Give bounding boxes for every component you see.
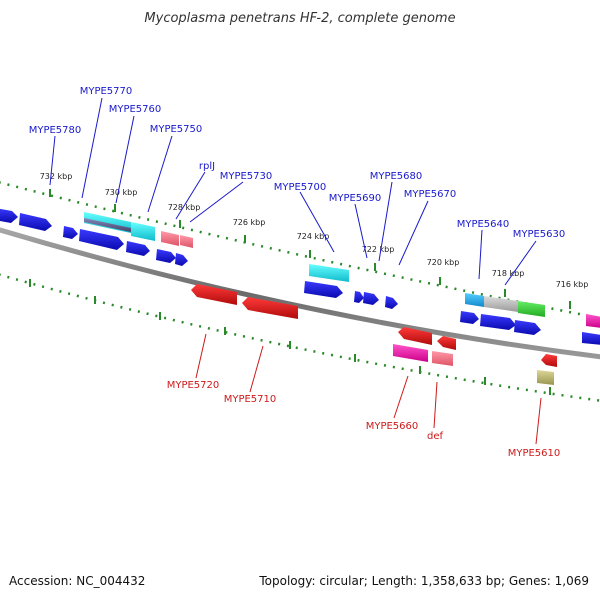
kbp-label: 718 kbp	[492, 269, 525, 278]
forward-leader-lines	[49, 97, 537, 286]
reverse-leader-lines	[195, 333, 542, 445]
kbp-label: 726 kbp	[233, 218, 266, 227]
reverse-tick-track	[0, 273, 600, 402]
gene-label[interactable]: MYPE5770	[80, 86, 133, 97]
kbp-scale: 732 kbp 730 kbp 728 kbp 726 kbp 724 kbp …	[40, 172, 589, 289]
forward-gene-arrow[interactable]	[156, 249, 176, 263]
gene-label[interactable]: MYPE5630	[513, 229, 566, 240]
gene-label[interactable]: def	[427, 431, 444, 442]
forward-gene-arrow[interactable]	[582, 332, 600, 345]
gene-label[interactable]: MYPE5760	[109, 104, 162, 115]
forward-gene-labels: MYPE5780 MYPE5770 MYPE5760 MYPE5750 rplJ…	[29, 86, 566, 240]
accession-text: Accession: NC_004432	[9, 574, 146, 588]
reverse-gene-arrow[interactable]	[242, 297, 298, 319]
forward-gene-arrow[interactable]	[79, 229, 124, 250]
gene-label[interactable]: MYPE5780	[29, 125, 82, 136]
forward-gene-arrow[interactable]	[175, 253, 188, 266]
forward-gene-arrow[interactable]	[363, 292, 379, 305]
reverse-gene-arrow[interactable]	[398, 327, 432, 345]
reverse-gene-arrow[interactable]	[191, 284, 237, 305]
gene-label[interactable]: MYPE5700	[274, 182, 327, 193]
gene-block[interactable]	[484, 296, 518, 312]
gene-block[interactable]	[518, 301, 545, 317]
gene-label[interactable]: MYPE5730	[220, 171, 273, 182]
kbp-label: 722 kbp	[362, 245, 395, 254]
genome-backbone	[0, 227, 600, 360]
reverse-strand-genes	[191, 284, 557, 385]
kbp-label: 716 kbp	[556, 280, 589, 289]
forward-tick-track	[0, 181, 600, 320]
gene-block[interactable]	[586, 314, 600, 328]
forward-gene-arrow[interactable]	[480, 314, 516, 330]
gene-block[interactable]	[309, 264, 349, 282]
gene-block[interactable]	[84, 218, 131, 232]
forward-gene-arrow[interactable]	[63, 226, 78, 239]
kbp-label: 730 kbp	[105, 188, 138, 197]
gene-block[interactable]	[537, 370, 554, 385]
major-ticks	[29, 189, 571, 395]
forward-gene-arrow[interactable]	[0, 208, 18, 223]
kbp-label: 728 kbp	[168, 203, 201, 212]
gene-label[interactable]: MYPE5670	[404, 189, 457, 200]
gene-label[interactable]: MYPE5750	[150, 124, 203, 135]
forward-gene-arrow[interactable]	[304, 281, 343, 298]
gene-label[interactable]: MYPE5610	[508, 448, 561, 459]
reverse-gene-arrow[interactable]	[437, 336, 456, 350]
forward-gene-arrow[interactable]	[385, 296, 398, 309]
kbp-label: 720 kbp	[427, 258, 460, 267]
gene-label[interactable]: MYPE5690	[329, 193, 382, 204]
gene-label[interactable]: MYPE5710	[224, 394, 277, 405]
gene-block[interactable]	[465, 293, 484, 307]
gene-block[interactable]	[161, 231, 179, 246]
reverse-gene-arrow[interactable]	[541, 354, 557, 367]
gene-label[interactable]: MYPE5640	[457, 219, 510, 230]
map-title: Mycoplasma penetrans HF-2, complete geno…	[144, 11, 455, 26]
forward-gene-arrow[interactable]	[354, 291, 364, 303]
forward-gene-arrow[interactable]	[460, 311, 479, 324]
gene-label[interactable]: rplJ	[199, 161, 215, 172]
gene-block[interactable]	[180, 235, 193, 248]
topology-summary: Topology: circular; Length: 1,358,633 bp…	[259, 574, 589, 588]
gene-label[interactable]: MYPE5660	[366, 421, 419, 432]
gene-block[interactable]	[131, 222, 155, 241]
gene-block[interactable]	[393, 344, 428, 362]
kbp-label: 724 kbp	[297, 232, 330, 241]
forward-gene-arrow[interactable]	[126, 241, 150, 256]
kbp-label: 732 kbp	[40, 172, 73, 181]
gene-block[interactable]	[432, 351, 453, 366]
reverse-gene-labels: MYPE5720 MYPE5710 MYPE5660 def MYPE5610	[167, 380, 561, 459]
forward-gene-arrow[interactable]	[19, 213, 52, 231]
gene-label[interactable]: MYPE5720	[167, 380, 220, 391]
forward-strand-genes	[0, 208, 600, 345]
forward-gene-arrow[interactable]	[514, 320, 541, 335]
gene-label[interactable]: MYPE5680	[370, 171, 423, 182]
